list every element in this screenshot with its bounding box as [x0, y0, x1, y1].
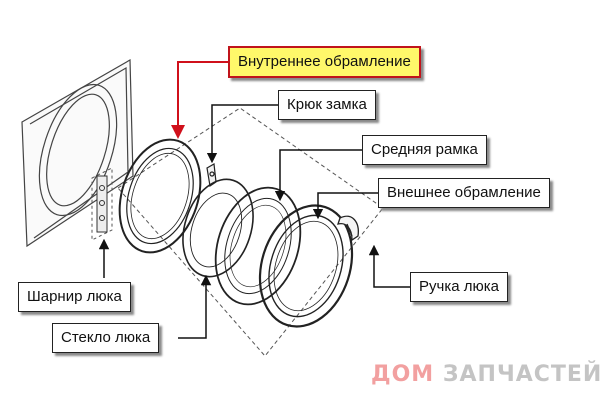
door-glass-part [182, 178, 254, 278]
label-inner-frame: Внутреннее обрамление [228, 46, 421, 78]
exploded-outline [117, 107, 384, 357]
pointer-door-glass [178, 274, 212, 339]
front-panel [21, 58, 134, 248]
watermark-part1: ДОМ [371, 362, 435, 387]
hinge-part [91, 167, 113, 241]
pointer-inner-frame [171, 61, 228, 139]
inner-frame-ring [118, 138, 202, 254]
label-door-handle: Ручка люка [410, 272, 508, 302]
watermark-part2: ЗАПЧАСТЕЙ [442, 362, 600, 387]
pointer-outer-frame [312, 192, 378, 220]
label-lock-hook: Крюк замка [278, 90, 376, 120]
door-handle-part [337, 215, 359, 242]
middle-frame-part [214, 186, 302, 306]
outer-frame-part [258, 204, 354, 328]
pointer-middle-frame [274, 149, 362, 202]
label-door-hinge: Шарнир люка [18, 282, 131, 312]
label-door-glass: Стекло люка [52, 323, 160, 353]
pointer-lock-hook [206, 104, 278, 164]
watermark-logo: ДОМ ЗАПЧАСТЕЙ [371, 362, 600, 387]
pointer-door-handle [368, 244, 410, 288]
label-middle-frame: Средняя рамка [362, 135, 487, 165]
label-outer-frame: Внешнее обрамление [378, 178, 550, 208]
